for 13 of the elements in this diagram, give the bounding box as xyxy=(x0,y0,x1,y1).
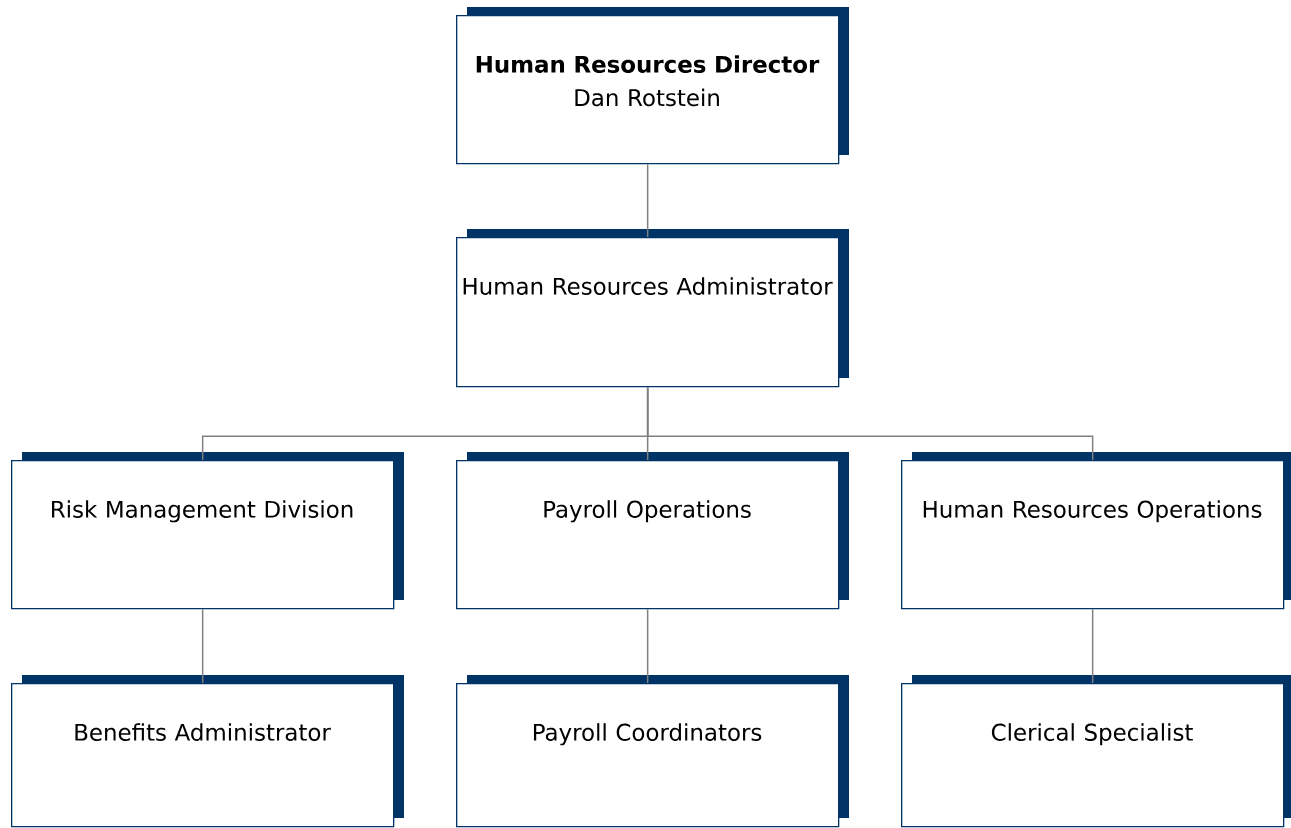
org-box: Payroll Coordinators xyxy=(456,675,849,828)
connector-line xyxy=(646,608,649,684)
org-box: Human Resources Operations xyxy=(901,452,1291,610)
org-box: Clerical Specialist xyxy=(901,675,1291,828)
org-box: Benefits Administrator xyxy=(11,675,404,828)
connector-line xyxy=(646,163,649,238)
connector-line xyxy=(201,608,204,684)
connector-line xyxy=(646,386,1094,461)
org-box: Human Resources Administrator xyxy=(456,229,849,388)
org-box: Human Resources Director Dan Rotstein xyxy=(456,7,849,165)
org-box: Payroll Operations xyxy=(456,452,849,610)
org-box: Risk Management Division xyxy=(11,452,404,610)
connector-line xyxy=(1091,608,1094,684)
